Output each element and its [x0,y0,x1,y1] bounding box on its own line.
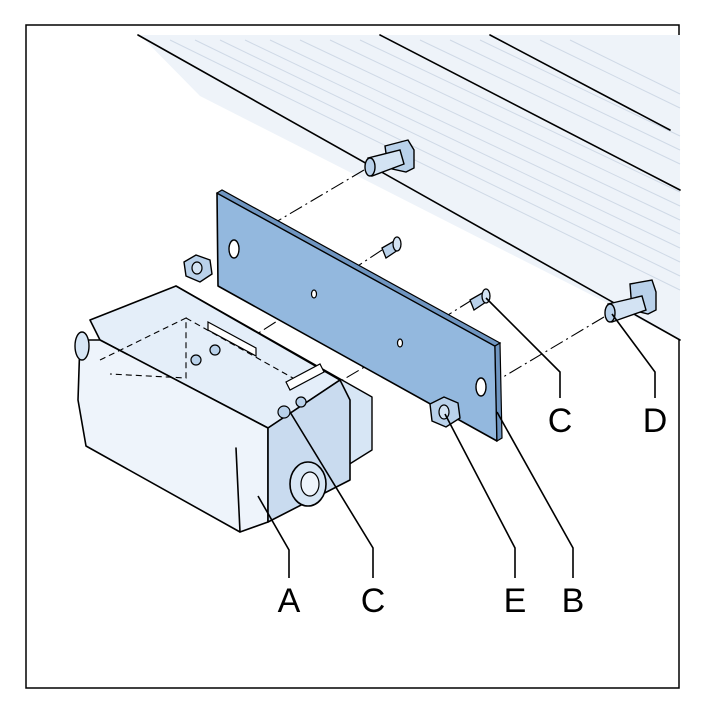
rail-edge-lower [137,34,681,341]
screw-c-upper-left [381,236,402,259]
plate-hole-left [228,239,240,259]
rail-fins [169,39,681,291]
t-bolt-right [604,279,657,323]
leader-lines [257,297,656,578]
label-c-upper: C [548,402,573,440]
leader-d [611,313,656,398]
plate-hole-small-1 [310,289,318,299]
plate-hole-small-2 [396,338,404,348]
t-bolt-left [364,139,415,177]
screw-c-upper-right [469,288,491,311]
leader-e [444,413,516,578]
mounting-plate [215,189,503,443]
leader-b [496,411,574,578]
label-c-lower: C [361,582,386,620]
plate-hole-right [475,377,487,397]
rail-edge-upper [489,34,671,131]
leader-c-upper [485,297,561,398]
frame-border [25,24,680,689]
label-a: A [278,582,301,620]
leader-a [257,495,290,578]
housing-lens-left [74,331,90,361]
label-e: E [504,582,527,620]
nut-e [429,396,461,428]
nut-left [183,254,213,283]
housing-slot-2 [285,363,325,391]
housing-slot-1 [207,320,257,358]
label-b: B [562,582,585,620]
label-d: D [643,402,668,440]
rail-profile [137,34,681,341]
rail-edge-mid [379,34,681,191]
leader-c-lower [289,411,374,578]
housing-front [77,339,269,533]
sensor-housing [74,285,373,533]
housing-screw-c [277,405,291,419]
